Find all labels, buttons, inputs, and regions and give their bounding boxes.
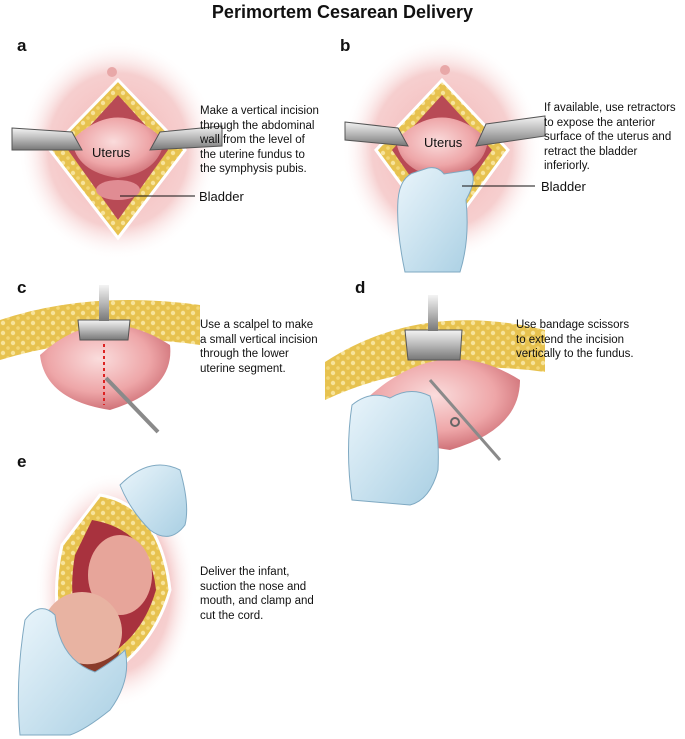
figure-title: Perimortem Cesarean Delivery bbox=[211, 2, 474, 22]
panel-letter-b: b bbox=[340, 36, 351, 55]
retractor-left-a bbox=[11, 127, 83, 151]
retractor-c bbox=[77, 319, 131, 341]
bandage-scissors-pivot bbox=[450, 417, 460, 427]
caption-b: If available, use retractors to expose t… bbox=[544, 102, 676, 172]
caption-e: Deliver the infant, suction the nose and… bbox=[200, 566, 314, 622]
bladder-label-a: Bladder bbox=[199, 189, 244, 204]
navel-b bbox=[440, 65, 450, 75]
uterus-a bbox=[72, 117, 164, 178]
panel-c-illustration bbox=[0, 285, 200, 434]
gloved-hand-e-bottom bbox=[17, 608, 128, 736]
panel-letter-c: c bbox=[17, 278, 27, 297]
panel-b-illustration bbox=[342, 38, 546, 273]
gloved-hand-b bbox=[397, 167, 474, 273]
scalpel bbox=[104, 376, 160, 434]
infant-body bbox=[88, 535, 152, 615]
retractor-right-b bbox=[475, 115, 546, 147]
caption-a: Make a vertical incision through the abd… bbox=[200, 105, 319, 175]
retractor-handle-c bbox=[99, 285, 109, 321]
caption-d: Use bandage scissors to extend the incis… bbox=[516, 319, 634, 360]
bladder-label-b: Bladder bbox=[541, 179, 586, 194]
panel-letter-a: a bbox=[17, 36, 27, 55]
retractor-left-b bbox=[344, 121, 409, 147]
uterus-b bbox=[396, 117, 488, 178]
uterus-label-a: Uterus bbox=[92, 145, 131, 160]
panel-letter-d: d bbox=[355, 278, 366, 297]
bandage-scissors-blade bbox=[428, 379, 502, 461]
retractor-d bbox=[404, 329, 463, 361]
gloved-hand-e-top bbox=[119, 464, 188, 537]
retractor-right-a bbox=[149, 125, 223, 151]
caption-c: Use a scalpel to make a small vertical i… bbox=[200, 319, 318, 375]
gloved-hand-d bbox=[348, 391, 439, 506]
bladder-a bbox=[96, 180, 140, 200]
panel-d-illustration bbox=[325, 295, 545, 506]
navel-a bbox=[107, 67, 117, 77]
panel-letter-e: e bbox=[17, 452, 27, 471]
panel-e-illustration bbox=[17, 464, 195, 736]
panel-a-illustration bbox=[11, 40, 223, 260]
uterus-label-b: Uterus bbox=[424, 135, 463, 150]
uterus-c bbox=[40, 324, 171, 410]
retractor-handle-d bbox=[428, 295, 438, 331]
